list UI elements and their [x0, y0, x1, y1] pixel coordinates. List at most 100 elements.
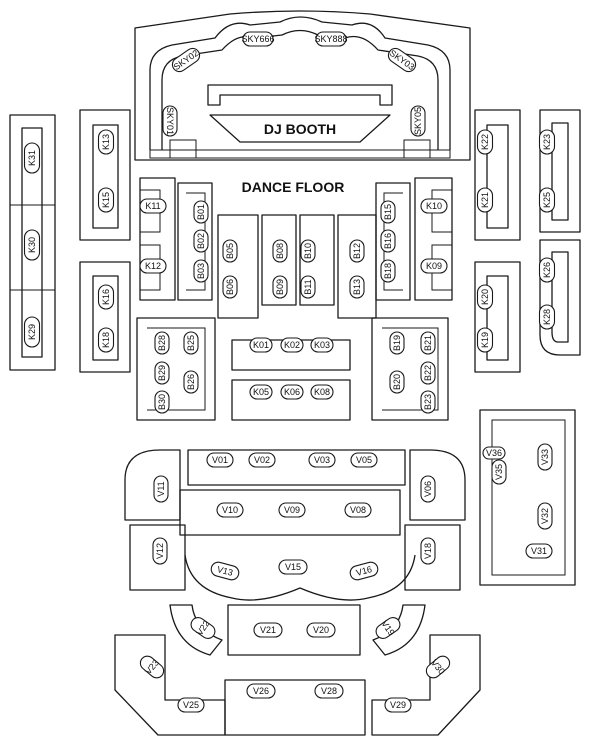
table-shape[interactable] [170, 46, 203, 75]
table-k01[interactable]: K01 [249, 337, 273, 353]
table-shape[interactable] [278, 502, 306, 518]
table-shape[interactable] [306, 622, 336, 638]
table-b21[interactable]: B21 [420, 331, 436, 355]
table-v36[interactable]: V36 [482, 446, 506, 460]
table-k26[interactable]: K26 [538, 257, 556, 283]
table-shape[interactable] [97, 327, 115, 353]
table-b25[interactable]: B25 [183, 331, 199, 355]
table-k30[interactable]: K30 [23, 229, 41, 261]
table-b19[interactable]: B19 [389, 331, 405, 355]
table-v26[interactable]: V26 [246, 683, 276, 699]
table-shape[interactable] [482, 446, 506, 460]
table-k23[interactable]: K23 [538, 129, 556, 155]
table-b15[interactable]: B15 [380, 200, 396, 224]
table-b10[interactable]: B10 [300, 239, 316, 263]
table-b01[interactable]: B01 [193, 200, 209, 224]
table-shape[interactable] [188, 615, 217, 641]
table-shape[interactable] [420, 331, 436, 355]
table-b13[interactable]: B13 [349, 275, 365, 299]
table-v33[interactable]: V33 [537, 443, 553, 471]
table-shape[interactable] [389, 331, 405, 355]
table-shape[interactable] [349, 561, 380, 582]
table-b23[interactable]: B23 [420, 390, 436, 414]
table-shape[interactable] [23, 316, 41, 348]
table-shape[interactable] [491, 459, 507, 485]
table-b06[interactable]: B06 [222, 275, 238, 299]
table-v13[interactable]: V13 [210, 561, 241, 582]
table-shape[interactable] [139, 258, 167, 274]
table-sky666[interactable]: SKY666 [241, 31, 275, 47]
table-shape[interactable] [154, 331, 170, 355]
table-v21[interactable]: V21 [253, 622, 283, 638]
table-v35[interactable]: V35 [491, 459, 507, 485]
table-shape[interactable] [476, 284, 494, 310]
table-v09[interactable]: V09 [278, 502, 306, 518]
table-shape[interactable] [222, 275, 238, 299]
table-shape[interactable] [249, 337, 273, 353]
table-shape[interactable] [420, 361, 436, 385]
table-shape[interactable] [177, 697, 205, 713]
table-shape[interactable] [154, 361, 170, 385]
table-shape[interactable] [23, 142, 41, 174]
table-b11[interactable]: B11 [300, 275, 316, 299]
table-b09[interactable]: B09 [272, 275, 288, 299]
table-v16[interactable]: V16 [349, 561, 380, 582]
table-shape[interactable] [537, 502, 553, 530]
table-shape[interactable] [476, 187, 494, 213]
table-sky888[interactable]: SKY888 [314, 31, 348, 47]
table-shape[interactable] [222, 239, 238, 263]
table-shape[interactable] [249, 384, 273, 400]
table-shape[interactable] [349, 239, 365, 263]
table-shape[interactable] [537, 443, 553, 471]
table-shape[interactable] [315, 31, 347, 47]
table-shape[interactable] [538, 187, 556, 213]
table-k05[interactable]: K05 [249, 384, 273, 400]
table-k15[interactable]: K15 [97, 187, 115, 213]
table-shape[interactable] [380, 229, 396, 253]
table-k12[interactable]: K12 [139, 258, 167, 274]
table-v22[interactable]: V22 [188, 614, 218, 642]
table-k11[interactable]: K11 [139, 198, 167, 214]
table-v19[interactable]: V19 [373, 614, 403, 642]
table-shape[interactable] [154, 390, 170, 414]
table-v30[interactable]: V30 [423, 653, 453, 682]
table-shape[interactable] [193, 200, 209, 224]
table-shape[interactable] [476, 327, 494, 353]
table-shape[interactable] [23, 229, 41, 261]
table-shape[interactable] [138, 653, 167, 680]
table-shape[interactable] [242, 31, 274, 47]
table-v29[interactable]: V29 [384, 697, 412, 713]
table-b05[interactable]: B05 [222, 239, 238, 263]
table-b30[interactable]: B30 [154, 390, 170, 414]
table-v03[interactable]: V03 [308, 452, 336, 468]
table-shape[interactable] [344, 502, 372, 518]
table-shape[interactable] [280, 337, 304, 353]
table-sky01[interactable]: SKY01 [162, 105, 178, 137]
table-k31[interactable]: K31 [23, 142, 41, 174]
table-shape[interactable] [210, 561, 241, 582]
table-shape[interactable] [373, 615, 402, 641]
table-k13[interactable]: K13 [97, 129, 115, 155]
table-shape[interactable] [246, 683, 276, 699]
table-shape[interactable] [272, 239, 288, 263]
table-shape[interactable] [525, 543, 553, 559]
table-v01[interactable]: V01 [206, 452, 234, 468]
table-v10[interactable]: V10 [216, 502, 244, 518]
table-shape[interactable] [152, 537, 168, 565]
table-b28[interactable]: B28 [154, 331, 170, 355]
table-v06[interactable]: V06 [420, 475, 436, 503]
table-k20[interactable]: K20 [476, 284, 494, 310]
table-shape[interactable] [384, 697, 412, 713]
table-k09[interactable]: K09 [420, 258, 448, 274]
table-shape[interactable] [380, 200, 396, 224]
table-shape[interactable] [386, 46, 419, 75]
table-shape[interactable] [139, 198, 167, 214]
table-v08[interactable]: V08 [344, 502, 372, 518]
table-shape[interactable] [349, 275, 365, 299]
table-v23[interactable]: V23 [137, 653, 167, 682]
table-shape[interactable] [216, 502, 244, 518]
table-b16[interactable]: B16 [380, 229, 396, 253]
table-shape[interactable] [206, 452, 234, 468]
table-v32[interactable]: V32 [537, 502, 553, 530]
table-k02[interactable]: K02 [280, 337, 304, 353]
